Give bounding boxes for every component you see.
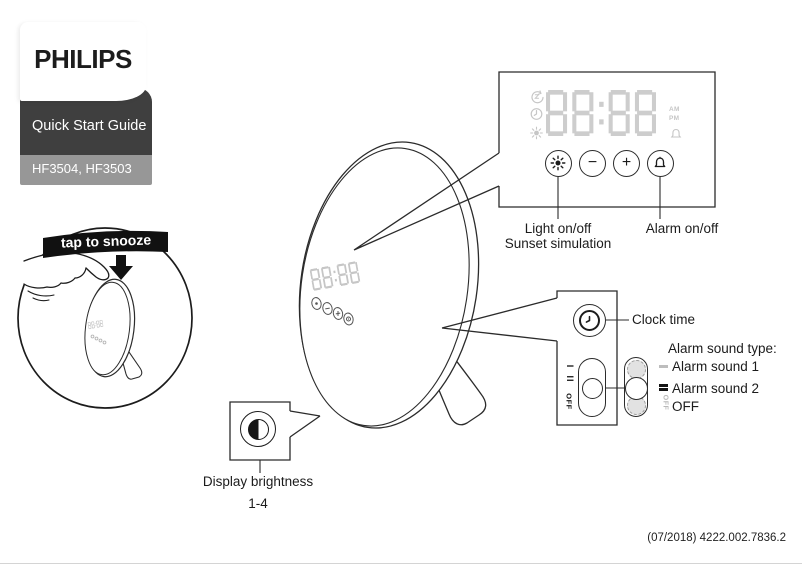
panel-clock-display [546,90,656,136]
alarm-sound-switch-knob [581,377,603,399]
alarm-status-bell-icon [670,128,682,138]
clock-time-button-ring [578,309,600,331]
document-code: (07/2018) 4222.002.7836.2 [647,532,786,544]
sun-icon [550,155,566,171]
light-label: Light on/off [524,221,592,236]
switch-mark-off: OFF [564,393,574,410]
alarm-label: Alarm on/off [645,221,719,236]
brightness-label: Display brightness [202,474,314,489]
snooze-icon [531,90,544,104]
switch-mark-2: II [565,375,575,383]
model-numbers: HF3504, HF3503 [32,161,132,176]
sound2-bar-icon [659,384,668,387]
light-button [544,149,572,177]
badge-logo-panel [20,22,146,101]
display-status-icons [530,90,682,140]
off-label: OFF [672,399,699,414]
minus-glyph: − [587,154,598,171]
page-edge-line [0,563,802,564]
clock-status-icon [530,108,543,120]
device-clock-display [309,261,361,291]
brightness-range: 1-4 [248,496,268,511]
mini-device-buttons [90,334,107,345]
snooze-illustration [17,227,193,409]
alarm-sound-2-label: Alarm sound 2 [672,381,760,396]
guide-title: Quick Start Guide [32,118,147,134]
am-indicator: AM [669,106,680,113]
tap-arrow-icon [109,255,133,280]
sound2-bar-icon-2 [659,388,668,391]
sound1-bar-icon [659,365,668,368]
badge-model-panel [20,155,152,185]
half-filled-circle-icon [247,418,269,440]
mini-device-display [87,319,104,330]
device-buttons [311,297,354,326]
clock-time-label: Clock time [632,312,696,327]
alarm-button [646,149,674,177]
switch-position-2-selected [624,377,648,400]
plus-button: + [613,149,640,177]
display-brightness-icon [240,411,276,447]
alarm-sound-1-label: Alarm sound 1 [672,359,760,374]
bell-icon [654,156,666,168]
minus-button: − [579,149,606,177]
philips-logo: PHILIPS [34,44,132,74]
clock-hands-icon [585,315,590,323]
switch-mark-1: I [565,364,575,368]
clock-time-button [572,303,606,337]
snooze-banner [43,230,168,258]
alarm-sound-heading: Alarm sound type: [668,341,777,356]
sunset-label: Sunset simulation [504,236,612,251]
pm-indicator: PM [669,115,680,122]
plus-glyph: + [621,154,632,171]
sun-status-icon [530,126,543,140]
